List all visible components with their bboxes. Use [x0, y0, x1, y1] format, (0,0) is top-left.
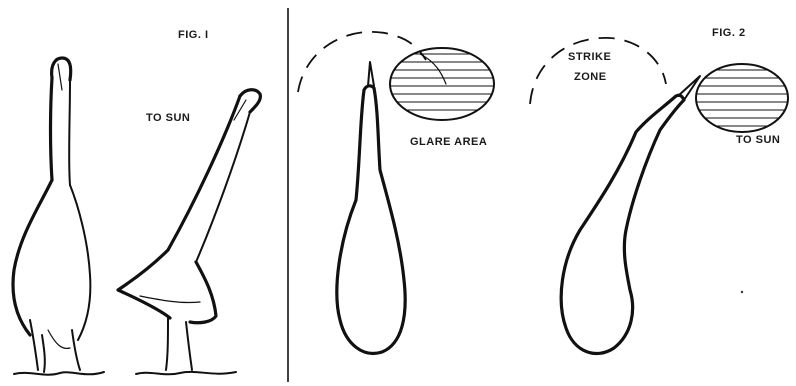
strike-zone-label-line2: ZONE — [574, 71, 607, 83]
strike-zone-label-line1: STRIKE — [568, 51, 611, 63]
fig2-panel: FIG. 2 GLARE AREA — [298, 27, 796, 354]
ink-dot — [741, 291, 743, 293]
glare-area-label: GLARE AREA — [410, 136, 487, 148]
fig2-to-sun-label: TO SUN — [736, 134, 780, 146]
fig1-to-sun-label: TO SUN — [146, 112, 190, 124]
glare-area-hatched-oval — [380, 48, 500, 120]
bird-stretched-toward-sun — [118, 90, 260, 375]
glare-pointer-line — [420, 54, 446, 84]
bird-top-view-stretched — [561, 76, 700, 354]
bird-top-view-upright — [337, 62, 405, 353]
bird-upright-front-view — [13, 58, 104, 375]
fig2-label: FIG. 2 — [712, 27, 746, 39]
fig1-panel: FIG. I TO SUN — [13, 29, 260, 375]
fig1-label: FIG. I — [178, 29, 209, 41]
sun-hatched-oval — [690, 64, 796, 132]
